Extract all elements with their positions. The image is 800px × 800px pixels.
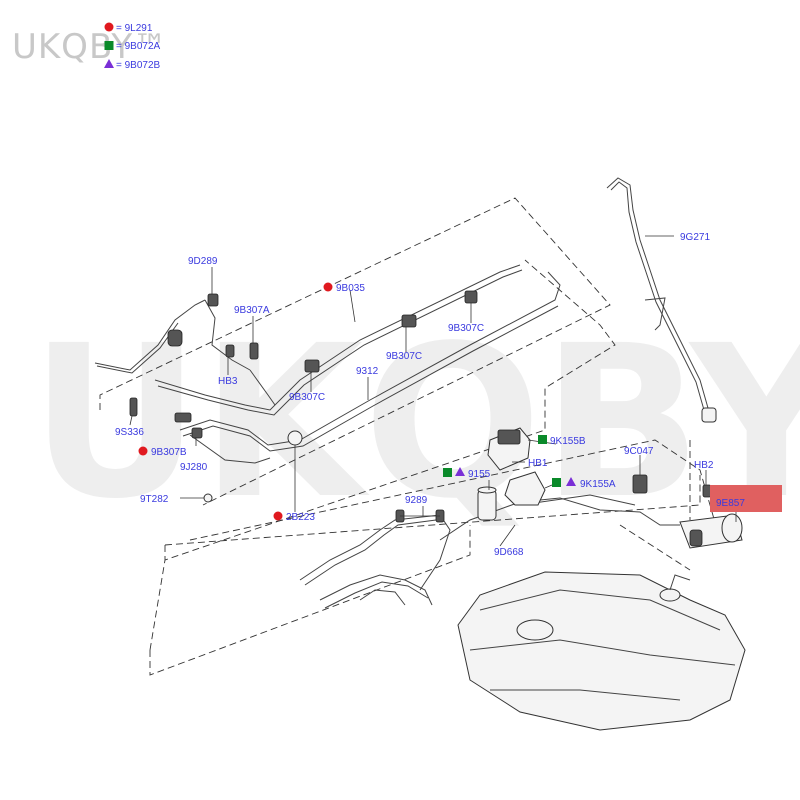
bracket-9c047: [632, 474, 648, 494]
fuel-tank: [457, 571, 746, 731]
callout-hb1: HB1: [528, 458, 548, 469]
callout-9b307c-2: 9B307C: [386, 351, 422, 362]
callout-9e857: 9E857: [716, 498, 745, 509]
sensor-9k155a: [504, 471, 546, 506]
clip-9b307a: [249, 342, 259, 360]
clip-hb2: [702, 484, 712, 498]
callout-9b307c-3: 9B307C: [448, 323, 484, 334]
callout-2b223: 2B223: [286, 512, 315, 523]
callout-9j280: 9J280: [180, 462, 208, 473]
marker-9k155b-square-icon: [538, 435, 547, 444]
marker-9k155a-triangle-icon: [566, 477, 576, 486]
clip-9b307c-1: [304, 359, 320, 373]
marker-2b223-circle-icon: [273, 511, 283, 521]
marker-9155-triangle-icon: [455, 467, 465, 476]
callout-labels: 9D289 9B307A 9B035 9B307C 9B307C 9B307C …: [115, 232, 745, 558]
legend-green-square-icon: [104, 41, 114, 50]
callout-9k155b: 9K155B: [550, 436, 586, 447]
callout-9s336: 9S336: [115, 427, 144, 438]
callout-9t282: 9T282: [140, 494, 169, 505]
watermark-center: UKQBY™: [30, 300, 800, 545]
callout-9289: 9289: [405, 495, 428, 506]
fuel-filter-assembly: [477, 427, 546, 521]
clip-hb3: [225, 344, 235, 358]
connector-left: [167, 329, 183, 347]
highlight-box: [710, 485, 782, 512]
leader-lines: [129, 235, 737, 547]
callout-9b035: 9B035: [336, 283, 365, 294]
marker-9b307b-circle-icon: [138, 446, 148, 456]
canister-9e857: [679, 513, 743, 549]
callout-markers: [138, 282, 576, 521]
callout-9k155a: 9K155A: [580, 479, 616, 490]
callout-9155: 9155: [468, 469, 491, 480]
callout-hb3: HB3: [218, 376, 238, 387]
legend-item-2: = 9B072A: [116, 41, 161, 52]
legend-item-1: = 9L291: [116, 23, 153, 34]
marker-9155-square-icon: [443, 468, 452, 477]
callout-9b307b: 9B307B: [151, 447, 187, 458]
fitting-9d289: [207, 293, 219, 307]
callout-9g271: 9G271: [680, 232, 710, 243]
marker-9k155a-square-icon: [552, 478, 561, 487]
legend: = 9L291 = 9B072A = 9B072B: [104, 22, 161, 71]
callout-9b307a: 9B307A: [234, 305, 270, 316]
fuel-pump-module: [516, 619, 554, 641]
callout-9312: 9312: [356, 366, 379, 377]
fuel-filter-9155: [477, 489, 497, 521]
callout-9d289: 9D289: [188, 256, 218, 267]
marker-9b035-circle-icon: [323, 282, 333, 292]
vent-connector: [701, 407, 717, 423]
fitting-9t282: [203, 493, 213, 503]
clip-9b307b: [174, 412, 192, 423]
legend-purple-triangle-icon: [104, 59, 114, 68]
clip-9b307c-3: [464, 290, 478, 304]
legend-item-3: = 9B072B: [116, 60, 161, 71]
watermark-corner: UKQBY™: [12, 27, 168, 67]
callout-hb2: HB2: [694, 460, 714, 471]
vent-line: [606, 177, 717, 423]
legend-red-circle-icon: [104, 22, 114, 32]
callout-9d668: 9D668: [494, 547, 524, 558]
clip-9j280: [191, 427, 203, 439]
bolt-9s336: [129, 397, 138, 417]
fitting-2b223: [287, 430, 303, 446]
clip-9b307c-2: [401, 314, 417, 328]
callout-9c047: 9C047: [624, 446, 654, 457]
callout-9b307c-1: 9B307C: [289, 392, 325, 403]
